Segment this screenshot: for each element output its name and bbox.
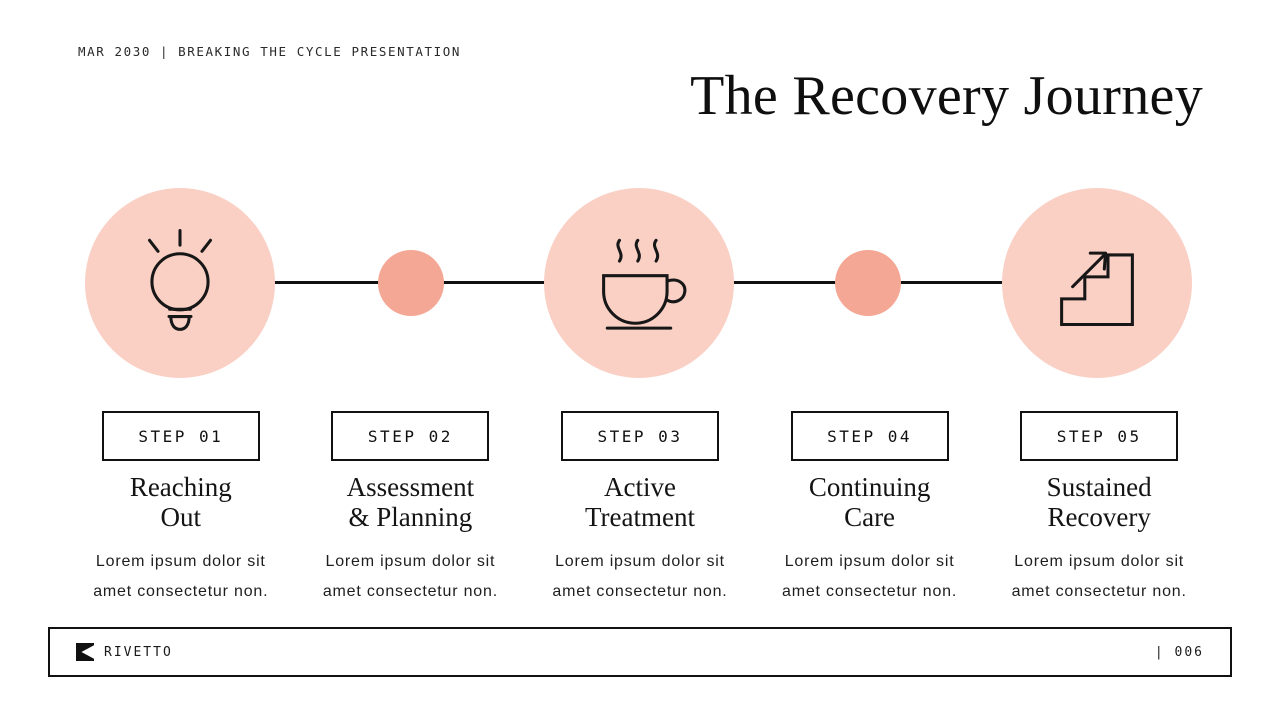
step-title-line1: Active bbox=[603, 472, 676, 502]
step-column-3: STEP 03 Active Treatment Lorem ipsum dol… bbox=[525, 411, 755, 607]
step-desc-line2: amet consectetur non. bbox=[782, 583, 958, 600]
steps-row: STEP 01 Reaching Out Lorem ipsum dolor s… bbox=[66, 411, 1214, 607]
brand: RIVETTO bbox=[76, 643, 173, 661]
brand-logo-icon bbox=[76, 643, 94, 661]
step-title-line2: & Planning bbox=[348, 502, 473, 532]
eyebrow-label: BREAKING THE CYCLE PRESENTATION bbox=[178, 44, 462, 59]
page-title: The Recovery Journey bbox=[690, 65, 1203, 127]
timeline-milestone-2 bbox=[544, 188, 734, 378]
step-title-line2: Recovery bbox=[1047, 502, 1151, 532]
step-description: Lorem ipsum dolor sit amet consectetur n… bbox=[323, 547, 498, 607]
step-title: Continuing Care bbox=[809, 472, 931, 532]
page-number: | 006 bbox=[1154, 644, 1204, 660]
step-desc-line1: Lorem ipsum dolor sit bbox=[325, 553, 496, 570]
step-badge: STEP 05 bbox=[1020, 411, 1179, 461]
eyebrow-date: MAR 2030 bbox=[78, 44, 152, 59]
timeline-connector-dot-1 bbox=[378, 250, 444, 316]
eyebrow: MAR 2030 | BREAKING THE CYCLE PRESENTATION bbox=[78, 44, 461, 59]
step-desc-line1: Lorem ipsum dolor sit bbox=[555, 553, 725, 570]
step-badge: STEP 02 bbox=[331, 411, 490, 461]
timeline-connector-dot-2 bbox=[835, 250, 901, 316]
footer-bar: RIVETTO | 006 bbox=[48, 627, 1232, 677]
step-description: Lorem ipsum dolor sit amet consectetur n… bbox=[552, 547, 727, 607]
step-column-2: STEP 02 Assessment & Planning Lorem ipsu… bbox=[296, 411, 526, 607]
step-desc-line2: amet consectetur non. bbox=[322, 583, 498, 600]
step-title-line1: Reaching bbox=[129, 472, 232, 502]
step-title-line2: Care bbox=[844, 502, 896, 532]
step-title: Reaching Out bbox=[130, 472, 232, 532]
step-title-line1: Continuing bbox=[808, 472, 931, 502]
step-title: Sustained Recovery bbox=[1047, 472, 1152, 532]
step-description: Lorem ipsum dolor sit amet consectetur n… bbox=[1012, 547, 1187, 607]
coffee-cup-icon bbox=[602, 238, 687, 330]
step-title-line1: Sustained bbox=[1046, 472, 1152, 502]
step-title-line2: Treatment bbox=[584, 502, 695, 532]
step-desc-line1: Lorem ipsum dolor sit bbox=[95, 553, 266, 570]
step-badge: STEP 03 bbox=[560, 411, 719, 461]
step-column-5: STEP 05 Sustained Recovery Lorem ipsum d… bbox=[984, 411, 1214, 607]
stairs-growth-icon bbox=[1060, 251, 1134, 327]
step-desc-line1: Lorem ipsum dolor sit bbox=[1014, 553, 1185, 570]
step-description: Lorem ipsum dolor sit amet consectetur n… bbox=[782, 547, 957, 607]
step-badge: STEP 01 bbox=[101, 411, 260, 461]
step-title-line2: Out bbox=[160, 502, 202, 532]
step-desc-line2: amet consectetur non. bbox=[1011, 583, 1187, 600]
step-column-4: STEP 04 Continuing Care Lorem ipsum dolo… bbox=[755, 411, 985, 607]
step-title: Assessment & Planning bbox=[347, 472, 475, 532]
step-desc-line2: amet consectetur non. bbox=[552, 583, 728, 600]
eyebrow-separator: | bbox=[160, 44, 170, 59]
step-description: Lorem ipsum dolor sit amet consectetur n… bbox=[93, 547, 268, 607]
step-badge: STEP 04 bbox=[790, 411, 949, 461]
step-desc-line1: Lorem ipsum dolor sit bbox=[784, 553, 955, 570]
step-title-line1: Assessment bbox=[346, 472, 475, 502]
brand-name: RIVETTO bbox=[104, 644, 173, 660]
step-title: Active Treatment bbox=[585, 472, 695, 532]
step-column-1: STEP 01 Reaching Out Lorem ipsum dolor s… bbox=[66, 411, 296, 607]
timeline-milestone-1 bbox=[85, 188, 275, 378]
timeline-milestone-3 bbox=[1002, 188, 1192, 378]
step-desc-line2: amet consectetur non. bbox=[93, 583, 269, 600]
lightbulb-icon bbox=[147, 229, 213, 331]
